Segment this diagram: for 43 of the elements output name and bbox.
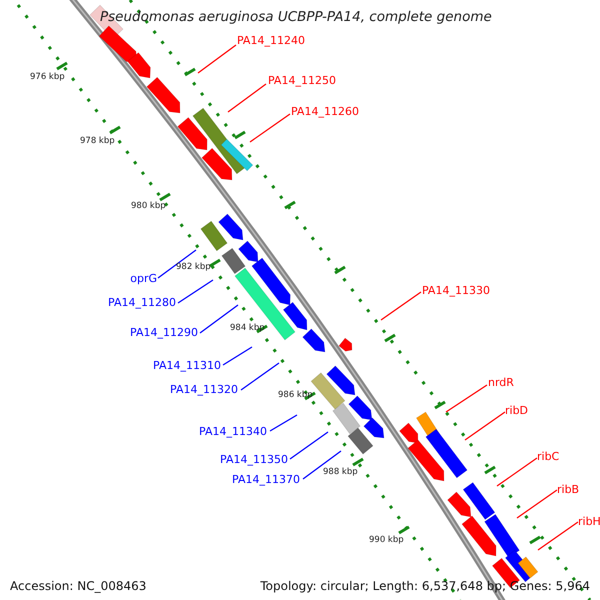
leader-line bbox=[290, 432, 328, 460]
leader-line bbox=[464, 412, 506, 440]
leader-line bbox=[240, 362, 280, 390]
leader-line bbox=[496, 458, 538, 486]
gene-label: oprG bbox=[130, 273, 157, 284]
gene-label: PA14_11250 bbox=[268, 75, 336, 86]
genome-stats-text: Topology: circular; Length: 6,537,648 bp; Genes: 5,964 bbox=[260, 580, 590, 592]
map-title: Pseudomonas aeruginosa UCBPP-PA14, complete genome bbox=[100, 11, 492, 25]
gene-label: ribH bbox=[578, 516, 600, 528]
gene-label: PA14_11240 bbox=[237, 35, 305, 46]
leader-line bbox=[222, 346, 252, 366]
gene-label: PA14_11370 bbox=[232, 474, 300, 486]
leader-line bbox=[228, 84, 266, 112]
leader-line bbox=[198, 44, 236, 74]
scale-label: 990 kbp bbox=[369, 536, 404, 545]
gene-label: PA14_11330 bbox=[422, 285, 490, 296]
scale-label: 978 kbp bbox=[80, 137, 115, 146]
leader-line bbox=[178, 280, 214, 304]
leader-line bbox=[380, 292, 422, 320]
gene-label: ribB bbox=[557, 484, 580, 496]
accession-text: Accession: NC_008463 bbox=[10, 580, 146, 592]
gene-label: PA14_11280 bbox=[108, 297, 176, 308]
gene-label: PA14_11290 bbox=[130, 327, 198, 338]
gene-label: PA14_11260 bbox=[291, 106, 359, 118]
scale-label: 988 kbp bbox=[323, 468, 358, 477]
gene-label: PA14_11340 bbox=[199, 426, 267, 438]
leader-line bbox=[538, 522, 578, 550]
gene-label: ribC bbox=[537, 451, 560, 462]
leader-line bbox=[516, 490, 558, 518]
leader-line bbox=[446, 384, 488, 412]
scale-label: 980 kbp bbox=[131, 202, 166, 211]
leader-line bbox=[158, 250, 196, 278]
scale-label: 982 kbp bbox=[176, 263, 211, 272]
scale-label: 976 kbp bbox=[30, 73, 65, 82]
leader-line bbox=[250, 114, 290, 142]
gene-label: nrdR bbox=[488, 377, 514, 388]
gene-label: ribD bbox=[505, 405, 528, 416]
leader-line bbox=[270, 414, 298, 432]
gene-label: PA14_11320 bbox=[170, 384, 238, 396]
leader-line bbox=[200, 304, 238, 334]
gene-label: PA14_11350 bbox=[220, 454, 288, 466]
leader-line bbox=[302, 450, 342, 480]
gene-label: PA14_11310 bbox=[153, 360, 221, 372]
